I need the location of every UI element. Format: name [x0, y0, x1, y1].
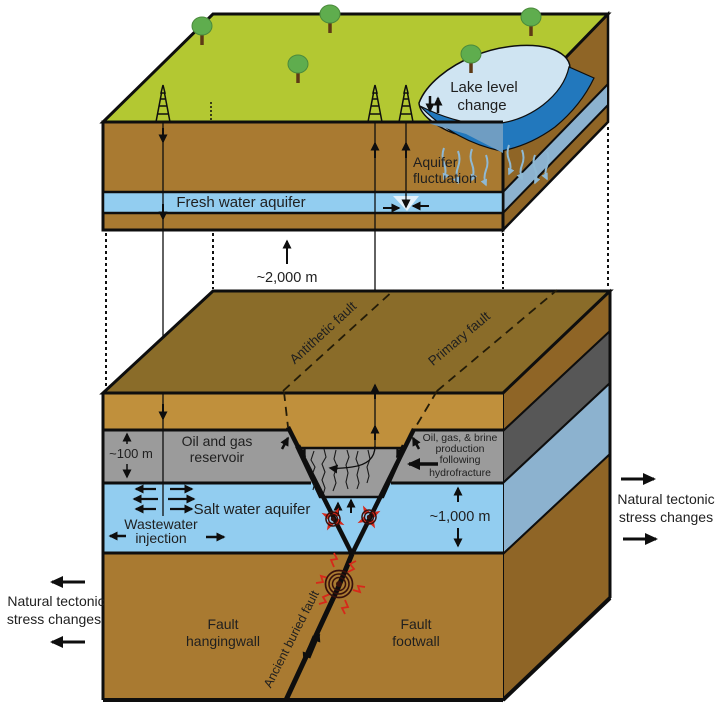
primary-fault-trace — [414, 390, 438, 429]
wastewater-injection-label: injection — [135, 530, 186, 546]
reservoir-thickness-dimension: ~100 m — [109, 432, 153, 479]
production-label: hydrofracture — [429, 467, 491, 479]
earthquake-epicenter-icon — [321, 507, 345, 531]
lake-seepage-arrows — [441, 144, 550, 187]
fault-slip-arrows — [280, 436, 421, 459]
lower-block: Antithetic fault Primary fault — [99, 288, 614, 703]
aquifer-drawdown — [383, 194, 429, 213]
top-block: Lake level change — [99, 4, 612, 234]
reservoir-band-left — [103, 430, 312, 483]
antithetic-fault-line — [285, 425, 355, 556]
ancient-fault-slip-arrows — [302, 632, 321, 662]
fault-footwall-label: Fault — [400, 616, 431, 632]
wastewater-injection-label: Wastewater — [124, 516, 198, 532]
oil-gas-reservoir-label: Oil and gas — [182, 433, 253, 449]
block-bottom-slant-edge — [501, 596, 612, 702]
tectonic-stress-label: Natural tectonic — [7, 593, 104, 609]
earthquake-epicenter-icon — [357, 505, 381, 529]
tectonic-stress-label: stress changes — [7, 611, 101, 627]
basement-brown — [103, 553, 503, 700]
production-label: production — [435, 443, 484, 455]
trees — [191, 4, 542, 83]
aquifer-fluctuation-label: fluctuation — [413, 170, 477, 186]
lake-front-wedge — [424, 122, 503, 153]
tree-icon — [460, 44, 482, 73]
lake-level-arrows — [425, 96, 443, 113]
tree-icon — [287, 54, 309, 83]
aquifer-thickness-label: ~1,000 m — [430, 509, 491, 525]
tree-icon — [520, 7, 542, 36]
production-flow-curve — [328, 445, 376, 474]
tectonic-stress-left: Natural tectonic stress changes — [7, 576, 105, 648]
production-label: following — [440, 454, 481, 466]
lake: Lake level change — [418, 44, 595, 187]
tectonic-stress-right: Natural tectonic stress changes — [617, 473, 715, 545]
aquifer-fluctuation-label: Aquifer — [413, 154, 458, 170]
antithetic-fault-trace — [283, 391, 289, 428]
aquifer-thickness-dimension: ~1,000 m — [430, 486, 491, 548]
depth-2000m-label: ~2,000 m — [257, 270, 318, 286]
graben-cover — [289, 430, 413, 448]
tree-icon — [319, 4, 341, 33]
fresh-water-aquifer-label: Fresh water aquifer — [176, 194, 305, 211]
ancient-buried-fault-line — [283, 553, 355, 702]
lower-block-top-face — [99, 289, 614, 395]
tree-icon — [191, 16, 213, 45]
salt-water-aquifer-label: Salt water aquifer — [194, 501, 311, 518]
fault-hangingwall-label: Fault — [207, 616, 238, 632]
cover-strip — [103, 393, 503, 430]
salt-water-aquifer-band — [103, 483, 503, 553]
tectonic-stress-label: stress changes — [619, 509, 713, 525]
injection-spread-arrows — [132, 484, 196, 514]
reservoir-thickness-label: ~100 m — [109, 446, 153, 461]
earthquake-epicenter-icon — [315, 552, 366, 615]
wells-top-block — [158, 122, 411, 230]
tectonic-stress-label: Natural tectonic — [617, 491, 714, 507]
production-label: Oil, gas, & brine — [423, 432, 498, 444]
antithetic-fault-trace — [282, 289, 395, 392]
lake-level-change-label: change — [457, 97, 506, 114]
fault-hangingwall-label: hangingwall — [186, 633, 260, 649]
fault-footwall-label: footwall — [392, 633, 439, 649]
oil-gas-reservoir-label: reservoir — [190, 449, 245, 465]
primary-fault-trace — [436, 289, 558, 392]
lake-level-change-label: Lake level — [450, 79, 518, 96]
